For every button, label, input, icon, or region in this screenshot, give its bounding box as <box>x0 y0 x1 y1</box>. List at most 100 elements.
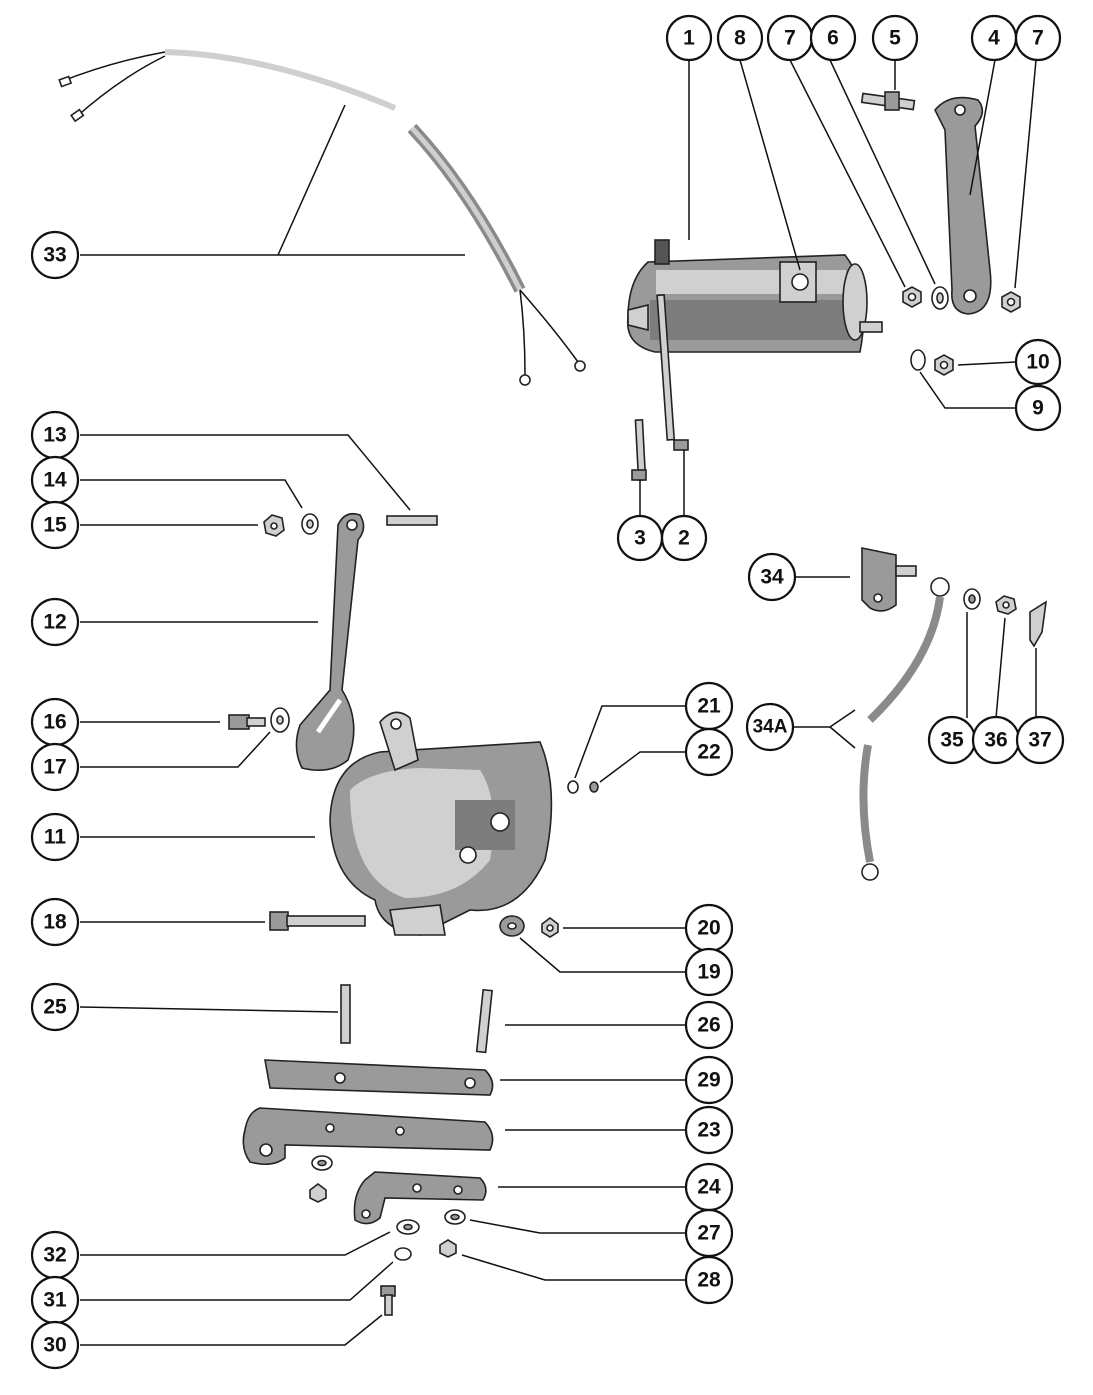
callout-bubble-34: 34 <box>747 552 797 602</box>
callout-bubble-11: 11 <box>30 812 80 862</box>
callout-bubble-24: 24 <box>684 1162 734 1212</box>
starter-bolts <box>631 294 689 481</box>
callout-label: 10 <box>1026 351 1049 374</box>
callout-label: 31 <box>43 1289 67 1312</box>
callout-label: 25 <box>43 996 67 1019</box>
callout-bubble-30: 30 <box>30 1320 80 1370</box>
hardware-19-20 <box>499 915 559 938</box>
bolt-18 <box>269 911 366 931</box>
wiring-harness <box>58 49 586 386</box>
callout-bubble-31: 31 <box>30 1275 80 1325</box>
callout-label: 19 <box>697 961 720 984</box>
callout-bubble-18: 18 <box>30 897 80 947</box>
callout-bubble-2: 2 <box>660 514 708 562</box>
callout-label: 32 <box>43 1244 66 1267</box>
studs-25-26 <box>340 984 493 1054</box>
callout-bubble-1: 1 <box>665 14 713 62</box>
callout-label: 30 <box>43 1334 66 1357</box>
callout-label: 23 <box>697 1119 720 1142</box>
callout-label: 6 <box>827 27 839 50</box>
callout-label: 3 <box>634 527 646 550</box>
callout-label: 1 <box>683 27 695 50</box>
callout-label: 5 <box>889 27 901 50</box>
callout-bubble-19: 19 <box>684 947 734 997</box>
callout-bubble-13: 13 <box>30 410 80 460</box>
callout-bubble-16: 16 <box>30 697 80 747</box>
stud-5 <box>860 91 916 111</box>
bracket-24 <box>353 1171 487 1225</box>
circuit-breaker <box>861 547 917 612</box>
callout-label: 37 <box>1028 729 1051 752</box>
callout-label: 12 <box>43 611 66 634</box>
callout-label: 24 <box>697 1176 721 1199</box>
callout-label: 35 <box>940 729 964 752</box>
leader-lines <box>79 59 1037 1346</box>
callout-label: 11 <box>44 826 67 849</box>
callout-label: 34A <box>753 717 788 738</box>
callout-label: 9 <box>1032 397 1044 420</box>
hardware-21-22 <box>567 780 599 794</box>
callout-label: 22 <box>697 741 720 764</box>
callout-bubble-21: 21 <box>684 681 734 731</box>
callout-label: 33 <box>43 244 66 267</box>
callout-bubble-5: 5 <box>871 14 919 62</box>
callout-bubble-15: 15 <box>30 500 80 550</box>
callout-label: 14 <box>43 469 67 492</box>
callout-bubble-6: 6 <box>809 14 857 62</box>
callout-bubble-3: 3 <box>616 514 664 562</box>
hardware-16-17 <box>228 707 290 733</box>
callout-bubble-32: 32 <box>30 1230 80 1280</box>
callout-label: 28 <box>697 1269 721 1292</box>
starter-motor <box>626 239 883 353</box>
callout-label: 29 <box>697 1069 720 1092</box>
callout-bubble-27: 27 <box>684 1208 734 1258</box>
alternator <box>329 711 553 936</box>
callout-label: 13 <box>43 424 66 447</box>
callout-label: 34 <box>760 566 784 589</box>
callout-bubble-22: 22 <box>684 727 734 777</box>
bracket-4 <box>934 96 992 315</box>
callout-bubble-10: 10 <box>1014 338 1062 386</box>
callout-bubble-26: 26 <box>684 1000 734 1050</box>
callout-bubble-20: 20 <box>684 903 734 953</box>
callout-label: 36 <box>984 729 1007 752</box>
callout-bubble-7: 7 <box>766 14 814 62</box>
callout-label: 18 <box>43 911 67 934</box>
callout-bubble-37: 37 <box>1015 715 1065 765</box>
callout-label: 21 <box>697 695 721 718</box>
callout-bubble-36: 36 <box>971 715 1021 765</box>
callout-bubble-7: 7 <box>1014 14 1062 62</box>
callout-label: 8 <box>734 27 746 50</box>
callout-bubble-12: 12 <box>30 597 80 647</box>
callout-bubble-4: 4 <box>970 14 1018 62</box>
callout-label: 7 <box>1032 27 1044 50</box>
callout-bubble-17: 17 <box>30 742 80 792</box>
callout-label: 17 <box>43 756 66 779</box>
hardware-bracket-12 <box>263 513 438 537</box>
hardware-27-28-31-32 <box>309 1155 466 1316</box>
hardware-35-36-37 <box>963 588 1048 648</box>
bracket-12 <box>295 512 365 771</box>
plate-29 <box>264 1059 494 1096</box>
callout-bubble-33: 33 <box>30 230 80 280</box>
hardware-starter <box>902 286 1021 376</box>
callout-label: 26 <box>697 1014 720 1037</box>
callout-label: 16 <box>43 711 66 734</box>
callout-label: 4 <box>988 27 1000 50</box>
callout-bubble-25: 25 <box>30 982 80 1032</box>
callout-bubble-8: 8 <box>716 14 764 62</box>
callout-label: 2 <box>678 527 690 550</box>
battery-cable <box>859 577 950 881</box>
callout-bubble-35: 35 <box>927 715 977 765</box>
callout-bubble-28: 28 <box>684 1255 734 1305</box>
callout-bubble-29: 29 <box>684 1055 734 1105</box>
callout-bubble-23: 23 <box>684 1105 734 1155</box>
callout-label: 20 <box>697 917 720 940</box>
callout-label: 7 <box>784 27 796 50</box>
bracket-23 <box>242 1107 494 1166</box>
callout-bubble-14: 14 <box>30 455 80 505</box>
callout-bubble-34a: 34A <box>745 702 795 752</box>
callout-label: 15 <box>43 514 67 537</box>
